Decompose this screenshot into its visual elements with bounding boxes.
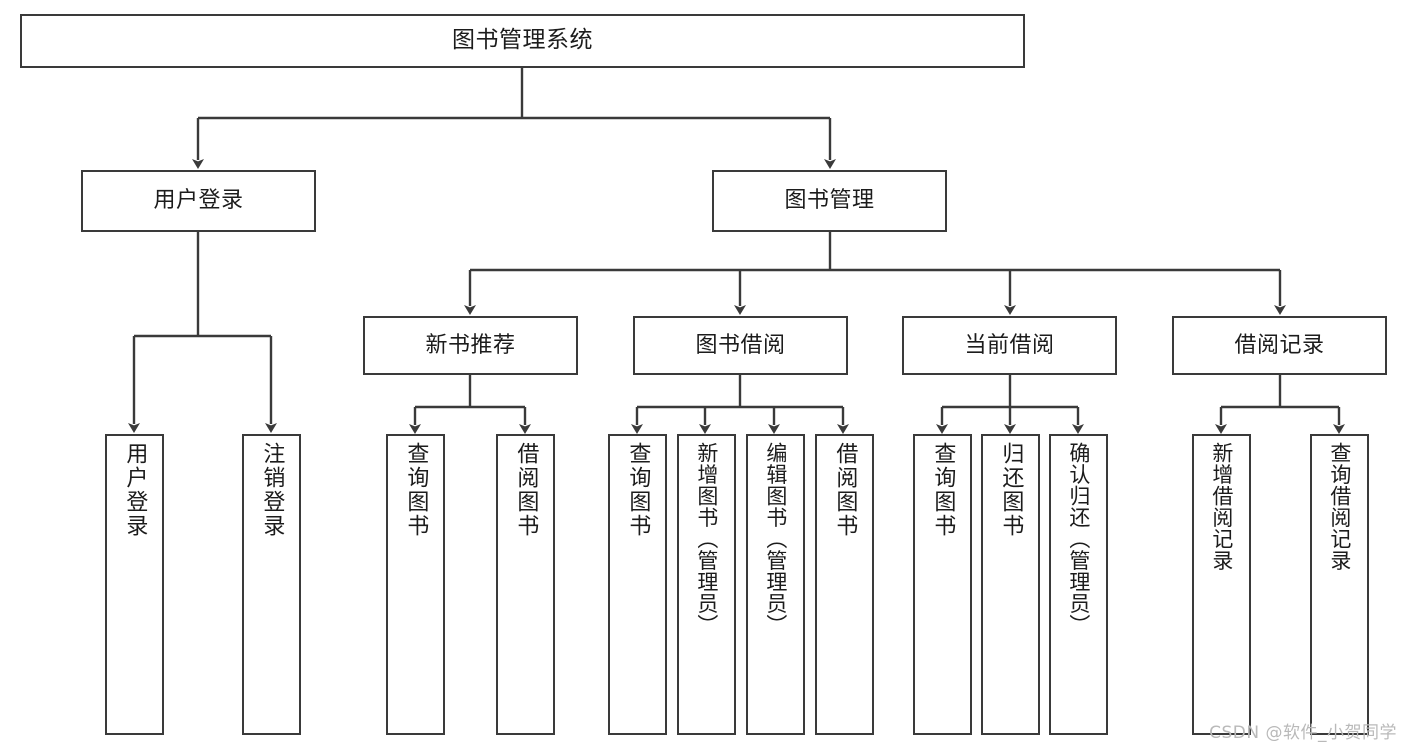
- node-new-book-recommend[interactable]: 新书推荐: [363, 316, 578, 375]
- node-current-borrow[interactable]: 当前借阅: [902, 316, 1117, 375]
- leaf-query-borrow-record[interactable]: 查询借阅记录: [1310, 434, 1369, 735]
- node-label: 归还图书: [998, 442, 1024, 538]
- node-label: 查询图书: [930, 442, 956, 538]
- leaf-logout-login[interactable]: 注销登录: [242, 434, 301, 735]
- node-borrow-record[interactable]: 借阅记录: [1172, 316, 1387, 375]
- leaf-query-book-current[interactable]: 查询图书: [913, 434, 972, 735]
- node-label: 查询借阅记录: [1327, 442, 1352, 571]
- node-label: 新增图书（管理员）: [694, 442, 719, 636]
- leaf-borrow-book[interactable]: 借阅图书: [815, 434, 874, 735]
- leaf-add-book-admin[interactable]: 新增图书（管理员）: [677, 434, 736, 735]
- node-label: 当前借阅: [964, 332, 1055, 358]
- node-root-book-management-system[interactable]: 图书管理系统: [20, 14, 1025, 68]
- node-book-borrow[interactable]: 图书借阅: [633, 316, 848, 375]
- node-label: 注销登录: [259, 442, 285, 538]
- node-label: 借阅记录: [1234, 332, 1325, 358]
- node-label: 图书管理: [784, 188, 875, 214]
- csdn-watermark: CSDN @软件_小贺同学: [1209, 723, 1397, 743]
- node-book-manage[interactable]: 图书管理: [712, 170, 947, 232]
- node-label: 查询图书: [625, 442, 651, 538]
- leaf-query-book-recommend[interactable]: 查询图书: [386, 434, 445, 735]
- node-label: 借阅图书: [513, 442, 539, 538]
- leaf-borrow-book-recommend[interactable]: 借阅图书: [496, 434, 555, 735]
- leaf-add-borrow-record[interactable]: 新增借阅记录: [1192, 434, 1251, 735]
- node-label: 图书管理系统: [452, 27, 593, 54]
- node-user-login[interactable]: 用户登录: [81, 170, 316, 232]
- node-label: 确认归还（管理员）: [1066, 442, 1091, 636]
- node-label: 用户登录: [122, 442, 148, 538]
- leaf-return-book[interactable]: 归还图书: [981, 434, 1040, 735]
- node-label: 查询图书: [403, 442, 429, 538]
- leaf-user-login[interactable]: 用户登录: [105, 434, 164, 735]
- node-label: 用户登录: [153, 188, 244, 214]
- leaf-edit-book-admin[interactable]: 编辑图书（管理员）: [746, 434, 805, 735]
- node-label: 图书借阅: [695, 332, 786, 358]
- node-label: 编辑图书（管理员）: [763, 442, 788, 636]
- node-label: 新增借阅记录: [1209, 442, 1234, 571]
- leaf-confirm-return-admin[interactable]: 确认归还（管理员）: [1049, 434, 1108, 735]
- leaf-query-book-borrow[interactable]: 查询图书: [608, 434, 667, 735]
- node-label: 借阅图书: [832, 442, 858, 538]
- node-label: 新书推荐: [425, 332, 516, 358]
